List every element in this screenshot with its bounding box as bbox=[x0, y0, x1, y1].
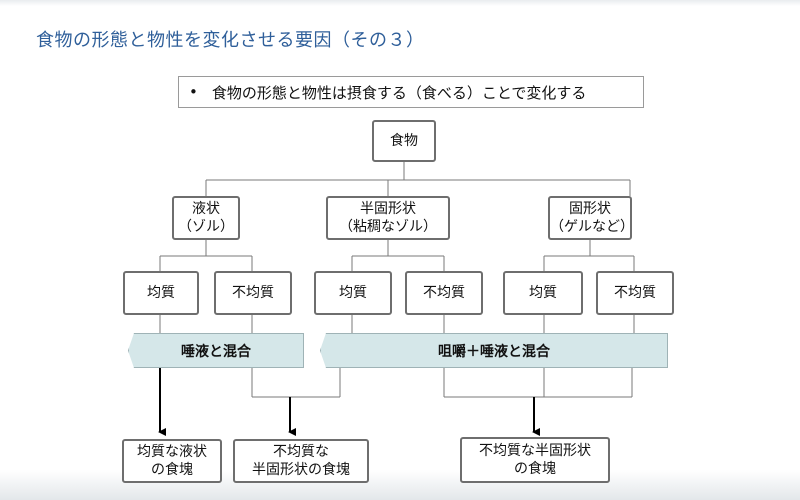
node-leaf-solid-homogeneous: 均質 bbox=[503, 271, 583, 315]
node-category-solid: 固形状 （ゲルなど） bbox=[548, 196, 634, 240]
node-category-semisolid: 半固形状 （粘稠なゾル） bbox=[326, 196, 450, 240]
slide-title: 食物の形態と物性を変化させる要因（その３） bbox=[36, 30, 425, 51]
node-root-food: 食物 bbox=[372, 120, 436, 162]
node-leaf-semisolid-homogeneous: 均質 bbox=[314, 271, 392, 315]
bullet-marker: • bbox=[189, 83, 198, 101]
node-outcome-liquid-bolus: 均質な液状 の食塊 bbox=[122, 439, 222, 483]
node-category-liquid: 液状 （ゾル） bbox=[172, 196, 240, 240]
node-outcome-semisolid-bolus: 不均質な半固形状 の食塊 bbox=[460, 437, 610, 483]
process-band-chew-saliva: 咀嚼＋唾液と混合 bbox=[320, 333, 668, 368]
summary-box: • 食物の形態と物性は摂食する（食べる）ことで変化する bbox=[178, 76, 644, 108]
summary-text: 食物の形態と物性は摂食する（食べる）ことで変化する bbox=[211, 83, 587, 102]
node-leaf-solid-heterogeneous: 不均質 bbox=[596, 271, 674, 315]
node-leaf-liquid-homogeneous: 均質 bbox=[123, 271, 199, 315]
node-leaf-liquid-heterogeneous: 不均質 bbox=[214, 271, 292, 315]
node-leaf-semisolid-heterogeneous: 不均質 bbox=[405, 271, 483, 315]
node-outcome-heterogeneous-semisolid-bolus: 不均質な 半固形状の食塊 bbox=[233, 439, 369, 483]
process-band-saliva: 唾液と混合 bbox=[128, 333, 304, 368]
